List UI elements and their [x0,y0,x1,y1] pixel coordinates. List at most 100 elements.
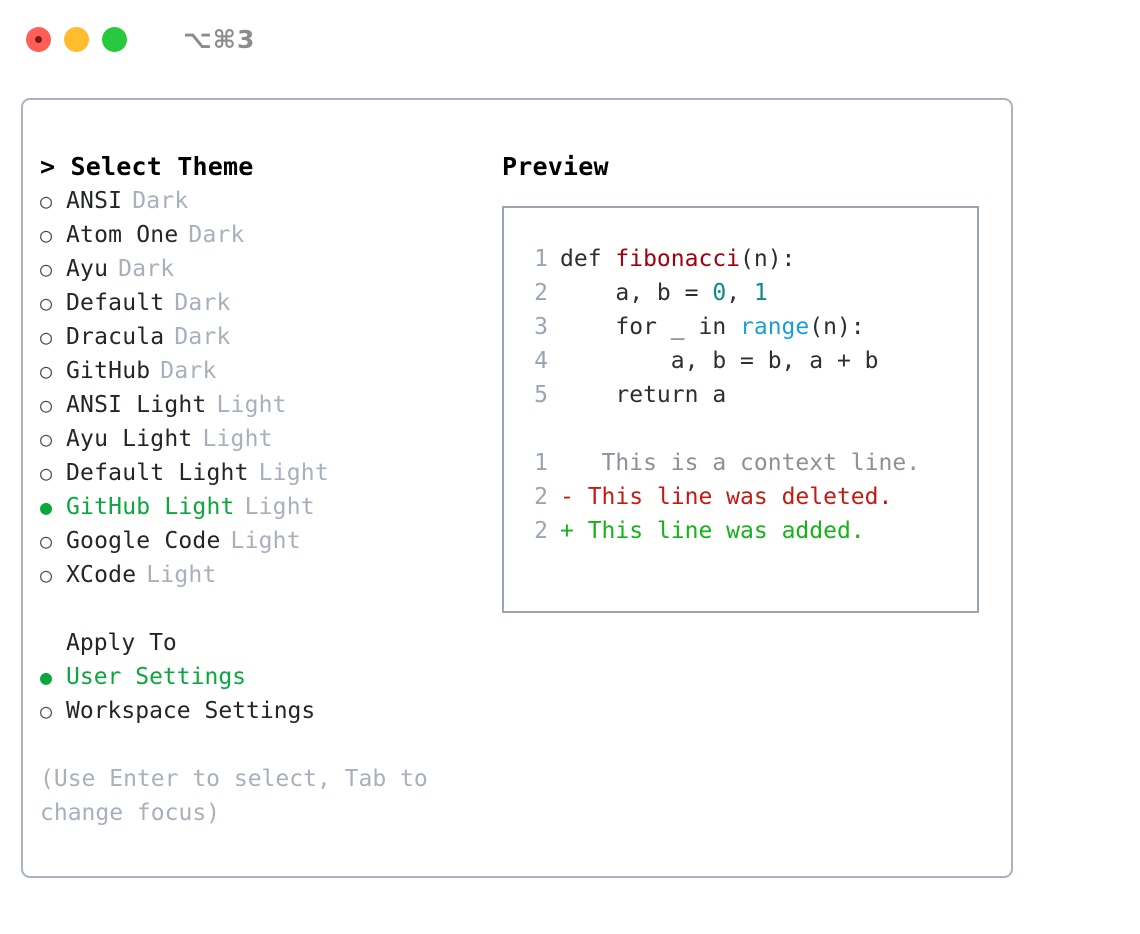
theme-list-item[interactable]: ● GitHub Light Light [40,490,500,524]
theme-list-item[interactable]: ○ Default Light Light [40,456,500,490]
code-line-number: 3 [534,314,548,340]
code-line-number: 5 [534,382,548,408]
code-line-content: return a [560,378,726,412]
keyboard-hint-text: (Use Enter to select, Tab to change focu… [40,766,428,826]
radio-unselected-icon[interactable]: ○ [40,257,53,281]
code-line-number: 2 [534,280,548,306]
theme-list-item[interactable]: ○ Ayu Dark [40,252,500,286]
theme-kind-label: Dark [174,290,231,316]
theme-list-header: > Select Theme [40,152,254,181]
theme-kind-label: Dark [132,188,189,214]
diff-line-content: This line was added. [573,518,865,544]
theme-list-item[interactable]: ○ Default Dark [40,286,500,320]
code-line-content: a, b = b, a + b [560,344,879,378]
code-line-content: a, b = 0, 1 [560,276,767,310]
radio-selected-icon[interactable]: ● [40,495,53,519]
radio-unselected-icon[interactable]: ○ [40,529,53,553]
theme-name-label: ANSI [66,188,123,214]
radio-unselected-icon[interactable]: ○ [40,223,53,247]
code-line: 3 for _ in range(n): [518,310,977,344]
diff-line-content: This is a context line. [573,450,921,476]
close-button-icon[interactable] [26,26,51,52]
code-token-plain: def [560,246,616,272]
apply-to-title: Apply To [66,630,177,656]
apply-to-option[interactable]: ● User Settings [40,660,500,694]
apply-to-option-label: Workspace Settings [66,698,316,724]
apply-to-option-label: User Settings [66,664,247,690]
theme-name-label: GitHub Light [66,494,235,520]
minimize-button-icon[interactable] [64,26,89,52]
code-diff-separator [518,412,977,446]
code-line-content: for _ in range(n): [560,310,865,344]
theme-name-label: Google Code [66,528,221,554]
theme-name-label: Atom One [66,222,179,248]
theme-kind-label: Light [202,426,273,452]
theme-list-item[interactable]: ○ ANSI Dark [40,184,500,218]
theme-list-item[interactable]: ○ Google Code Light [40,524,500,558]
theme-name-label: ANSI Light [66,392,207,418]
radio-unselected-icon[interactable]: ○ [40,359,53,383]
radio-unselected-icon[interactable]: ○ [40,699,53,723]
apply-to-option-list[interactable]: ● User Settings ○ Workspace Settings [40,660,500,728]
theme-name-label: Default Light [66,460,249,486]
code-token-plain: (n): [809,314,865,340]
radio-unselected-icon[interactable]: ○ [40,189,53,213]
theme-kind-label: Light [216,392,287,418]
diff-line: 1 This is a context line. [518,446,977,480]
theme-name-label: Ayu [66,256,109,282]
theme-list-item[interactable]: ○ Atom One Dark [40,218,500,252]
radio-unselected-icon[interactable]: ○ [40,563,53,587]
theme-kind-label: Dark [160,358,217,384]
radio-selected-icon[interactable]: ● [40,665,53,689]
theme-kind-label: Light [258,460,329,486]
diff-line-marker [560,446,574,480]
window-shortcut-label: ⌥⌘3 [183,24,256,54]
radio-unselected-icon[interactable]: ○ [40,291,53,315]
zoom-button-icon[interactable] [102,26,127,52]
code-line: 2 a, b = 0, 1 [518,276,977,310]
code-line-content: def fibonacci(n): [560,242,795,276]
traffic-light-group [26,26,127,52]
diff-line: 2 + This line was added. [518,514,977,548]
code-token-plain: (n): [740,246,796,272]
theme-list-item[interactable]: ○ GitHub Dark [40,354,500,388]
code-line: 4 a, b = b, a + b [518,344,977,378]
radio-unselected-icon[interactable]: ○ [40,427,53,451]
code-token-func: fibonacci [615,246,741,272]
code-token-plain: a, b = b, a + b [560,348,879,374]
theme-kind-label: Light [230,528,301,554]
theme-name-label: GitHub [66,358,151,384]
apply-to-option[interactable]: ○ Workspace Settings [40,694,500,728]
diff-line-content: This line was deleted. [573,484,893,510]
diff-line-marker: - [560,484,574,510]
radio-unselected-icon[interactable]: ○ [40,325,53,349]
diff-line-number: 2 [534,518,548,544]
theme-list-item[interactable]: ○ ANSI Light Light [40,388,500,422]
theme-list-item[interactable]: ○ XCode Light [40,558,500,592]
theme-name-label: XCode [66,562,137,588]
window-titlebar: ⌥⌘3 [0,0,1140,78]
theme-kind-label: Light [146,562,217,588]
theme-kind-label: Dark [174,324,231,350]
preview-header: Preview [502,152,609,181]
theme-kind-label: Dark [188,222,245,248]
radio-unselected-icon[interactable]: ○ [40,461,53,485]
theme-kind-label: Light [244,494,315,520]
radio-unselected-icon[interactable]: ○ [40,393,53,417]
code-token-call: range [740,314,810,340]
code-line-number: 4 [534,348,548,374]
code-token-plain: , [726,280,754,306]
diff-line-marker: + [560,518,574,544]
theme-name-label: Default [66,290,165,316]
theme-kind-label: Dark [118,256,175,282]
code-token-num: 0 [712,280,727,306]
